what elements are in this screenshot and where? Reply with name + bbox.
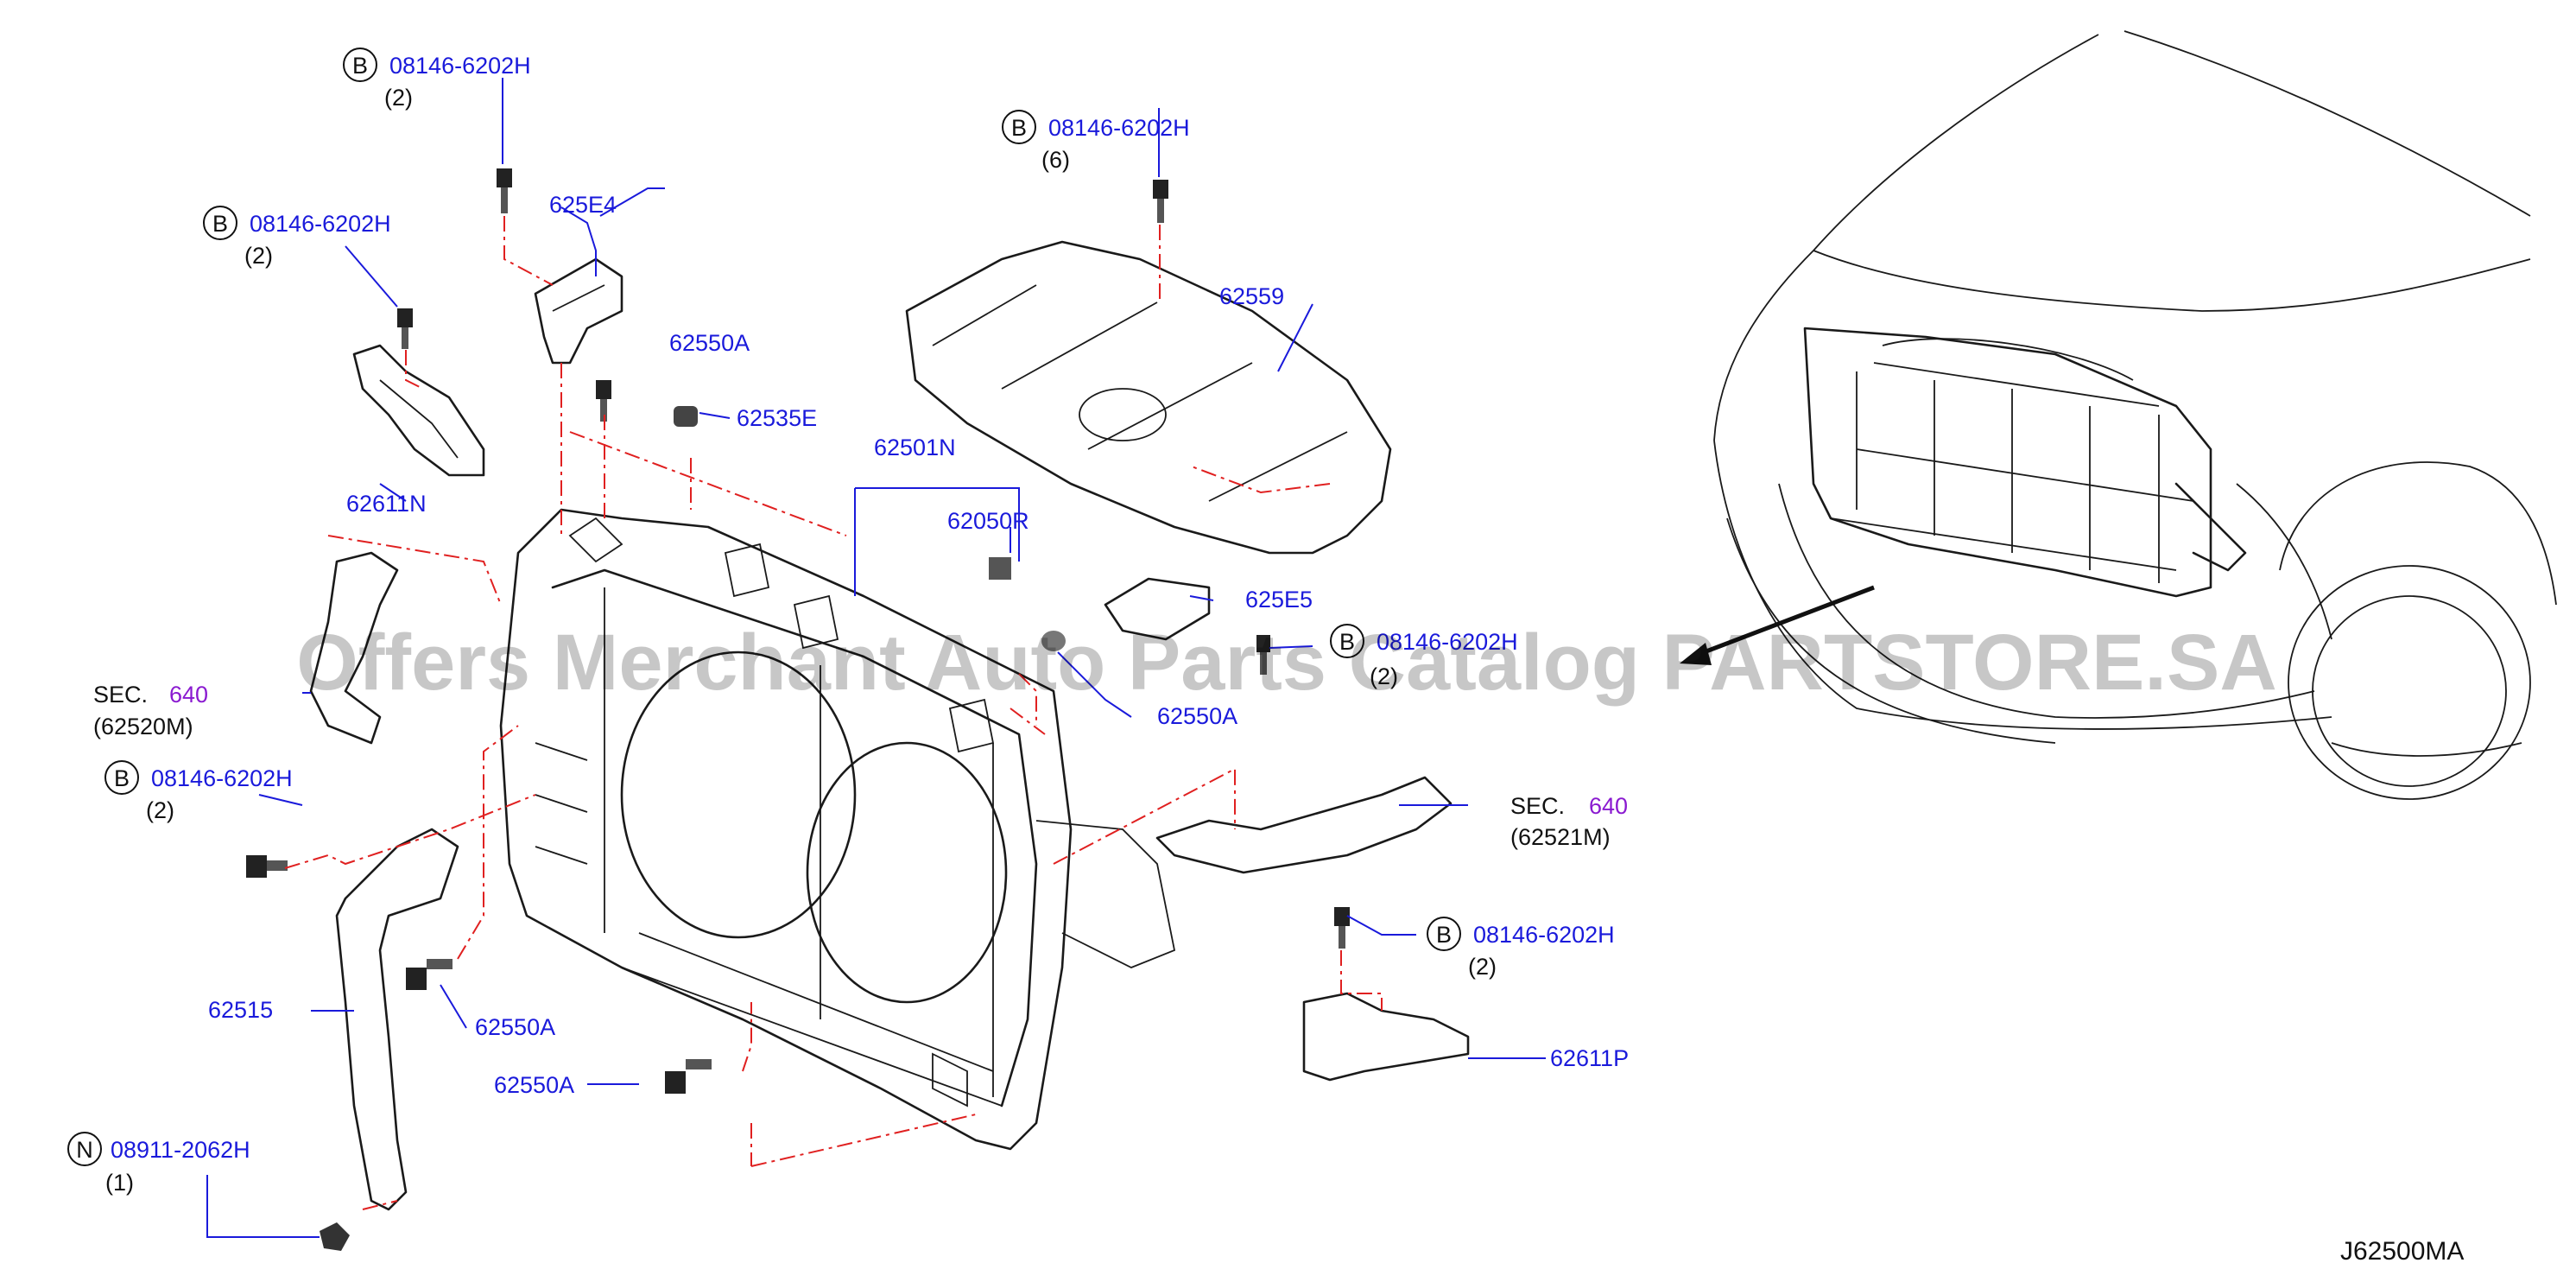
callout-c2-circle bbox=[203, 206, 237, 240]
part-label-625e4[interactable]: 625E4 bbox=[549, 192, 617, 218]
part-label-62550a-mid[interactable]: 62550A bbox=[1157, 703, 1237, 729]
section-s2-sub: (62521M) bbox=[1510, 824, 1611, 850]
callout-c3-circle bbox=[1002, 110, 1036, 144]
callout-c1-circle bbox=[343, 48, 377, 82]
callout-c4-prefix: B bbox=[1339, 629, 1355, 655]
callout-c4-qty: (2) bbox=[1370, 663, 1398, 689]
callout-c2-prefix: B bbox=[212, 211, 228, 237]
callout-c6-part[interactable]: 08146-6202H bbox=[1473, 922, 1615, 948]
part-label-62550a-lower[interactable]: 62550A bbox=[475, 1014, 555, 1040]
callout-c2-qty: (2) bbox=[244, 243, 273, 269]
callout-c2[interactable]: B 08146-6202H (2) bbox=[203, 206, 391, 269]
section-s2-prefix: SEC. bbox=[1510, 793, 1565, 819]
part-label-62611p[interactable]: 62611P bbox=[1550, 1045, 1629, 1071]
callout-c3[interactable]: B 08146-6202H (6) bbox=[1002, 110, 1190, 173]
callout-c6-prefix: B bbox=[1436, 922, 1452, 948]
callout-c5-part[interactable]: 08146-6202H bbox=[151, 765, 293, 791]
callout-c1-part[interactable]: 08146-6202H bbox=[389, 53, 531, 79]
callout-c5-prefix: B bbox=[114, 765, 130, 791]
stay-62515-drawing bbox=[335, 828, 459, 1211]
fasteners bbox=[246, 168, 1350, 1251]
section-ref-s2[interactable]: SEC. 640 (62521M) bbox=[1510, 793, 1628, 850]
callout-c7[interactable]: N 08911-2062H (1) bbox=[67, 1132, 250, 1196]
callout-c4-circle bbox=[1330, 624, 1364, 658]
assembly-lines bbox=[284, 216, 1383, 1210]
part-label-625e5[interactable]: 625E5 bbox=[1245, 587, 1313, 612]
radiator-core-support-drawing bbox=[499, 508, 1176, 1151]
watermark: Offers Merchant Auto Parts Catalog PARTS… bbox=[296, 619, 2277, 707]
bracket-62611n-drawing bbox=[352, 344, 485, 477]
bracket-62521m-drawing bbox=[1155, 776, 1453, 874]
location-arrow bbox=[1680, 585, 1875, 665]
callout-c4-part[interactable]: 08146-6202H bbox=[1377, 629, 1518, 655]
bracket-625e4-drawing bbox=[534, 257, 623, 365]
callout-c1-prefix: B bbox=[352, 53, 368, 79]
callout-c7-circle bbox=[67, 1132, 102, 1166]
callout-c7-prefix: N bbox=[76, 1137, 93, 1163]
callout-c1-qty: (2) bbox=[384, 85, 413, 111]
leader-lines bbox=[206, 78, 1546, 1238]
bracket-62520m-drawing bbox=[309, 551, 399, 745]
part-label-62050r[interactable]: 62050R bbox=[947, 508, 1029, 534]
callout-c7-qty: (1) bbox=[105, 1170, 134, 1196]
callout-c3-qty: (6) bbox=[1041, 147, 1070, 173]
bracket-62611p-drawing bbox=[1302, 992, 1470, 1082]
callout-c5-circle bbox=[104, 760, 139, 795]
callout-c1[interactable]: B 08146-6202H (2) bbox=[343, 48, 531, 111]
section-s2-number[interactable]: 640 bbox=[1589, 793, 1628, 819]
callout-c3-part[interactable]: 08146-6202H bbox=[1048, 115, 1190, 141]
part-label-62550a-top[interactable]: 62550A bbox=[669, 330, 750, 356]
diagram-code: J62500MA bbox=[2340, 1237, 2464, 1266]
callout-c2-part[interactable]: 08146-6202H bbox=[250, 211, 391, 237]
section-s1-number[interactable]: 640 bbox=[169, 682, 208, 708]
callout-c4[interactable]: B 08146-6202H (2) bbox=[1330, 624, 1518, 689]
callout-c6-qty: (2) bbox=[1468, 954, 1497, 980]
callout-c6-circle bbox=[1427, 917, 1461, 951]
upper-cover-drawing bbox=[905, 240, 1392, 555]
part-label-62535e[interactable]: 62535E bbox=[737, 405, 817, 431]
callout-c6[interactable]: B 08146-6202H (2) bbox=[1427, 917, 1615, 980]
part-label-62515[interactable]: 62515 bbox=[208, 997, 273, 1023]
part-label-62611n[interactable]: 62611N bbox=[346, 491, 427, 517]
callout-c7-part[interactable]: 08911-2062H bbox=[111, 1137, 250, 1163]
part-label-62501n[interactable]: 62501N bbox=[874, 435, 956, 460]
callout-c5-qty: (2) bbox=[146, 797, 174, 823]
part-label-62550a-bottom[interactable]: 62550A bbox=[494, 1072, 574, 1098]
bracket-625e5-drawing bbox=[1104, 577, 1211, 641]
part-label-62559[interactable]: 62559 bbox=[1219, 283, 1284, 309]
callout-c3-prefix: B bbox=[1011, 115, 1027, 141]
section-ref-s1[interactable]: SEC. 640 (62520M) bbox=[93, 682, 208, 739]
callout-c5[interactable]: B 08146-6202H (2) bbox=[104, 760, 293, 823]
section-s1-sub: (62520M) bbox=[93, 714, 193, 739]
section-s1-prefix: SEC. bbox=[93, 682, 148, 708]
vehicle-outline bbox=[1713, 30, 2557, 800]
